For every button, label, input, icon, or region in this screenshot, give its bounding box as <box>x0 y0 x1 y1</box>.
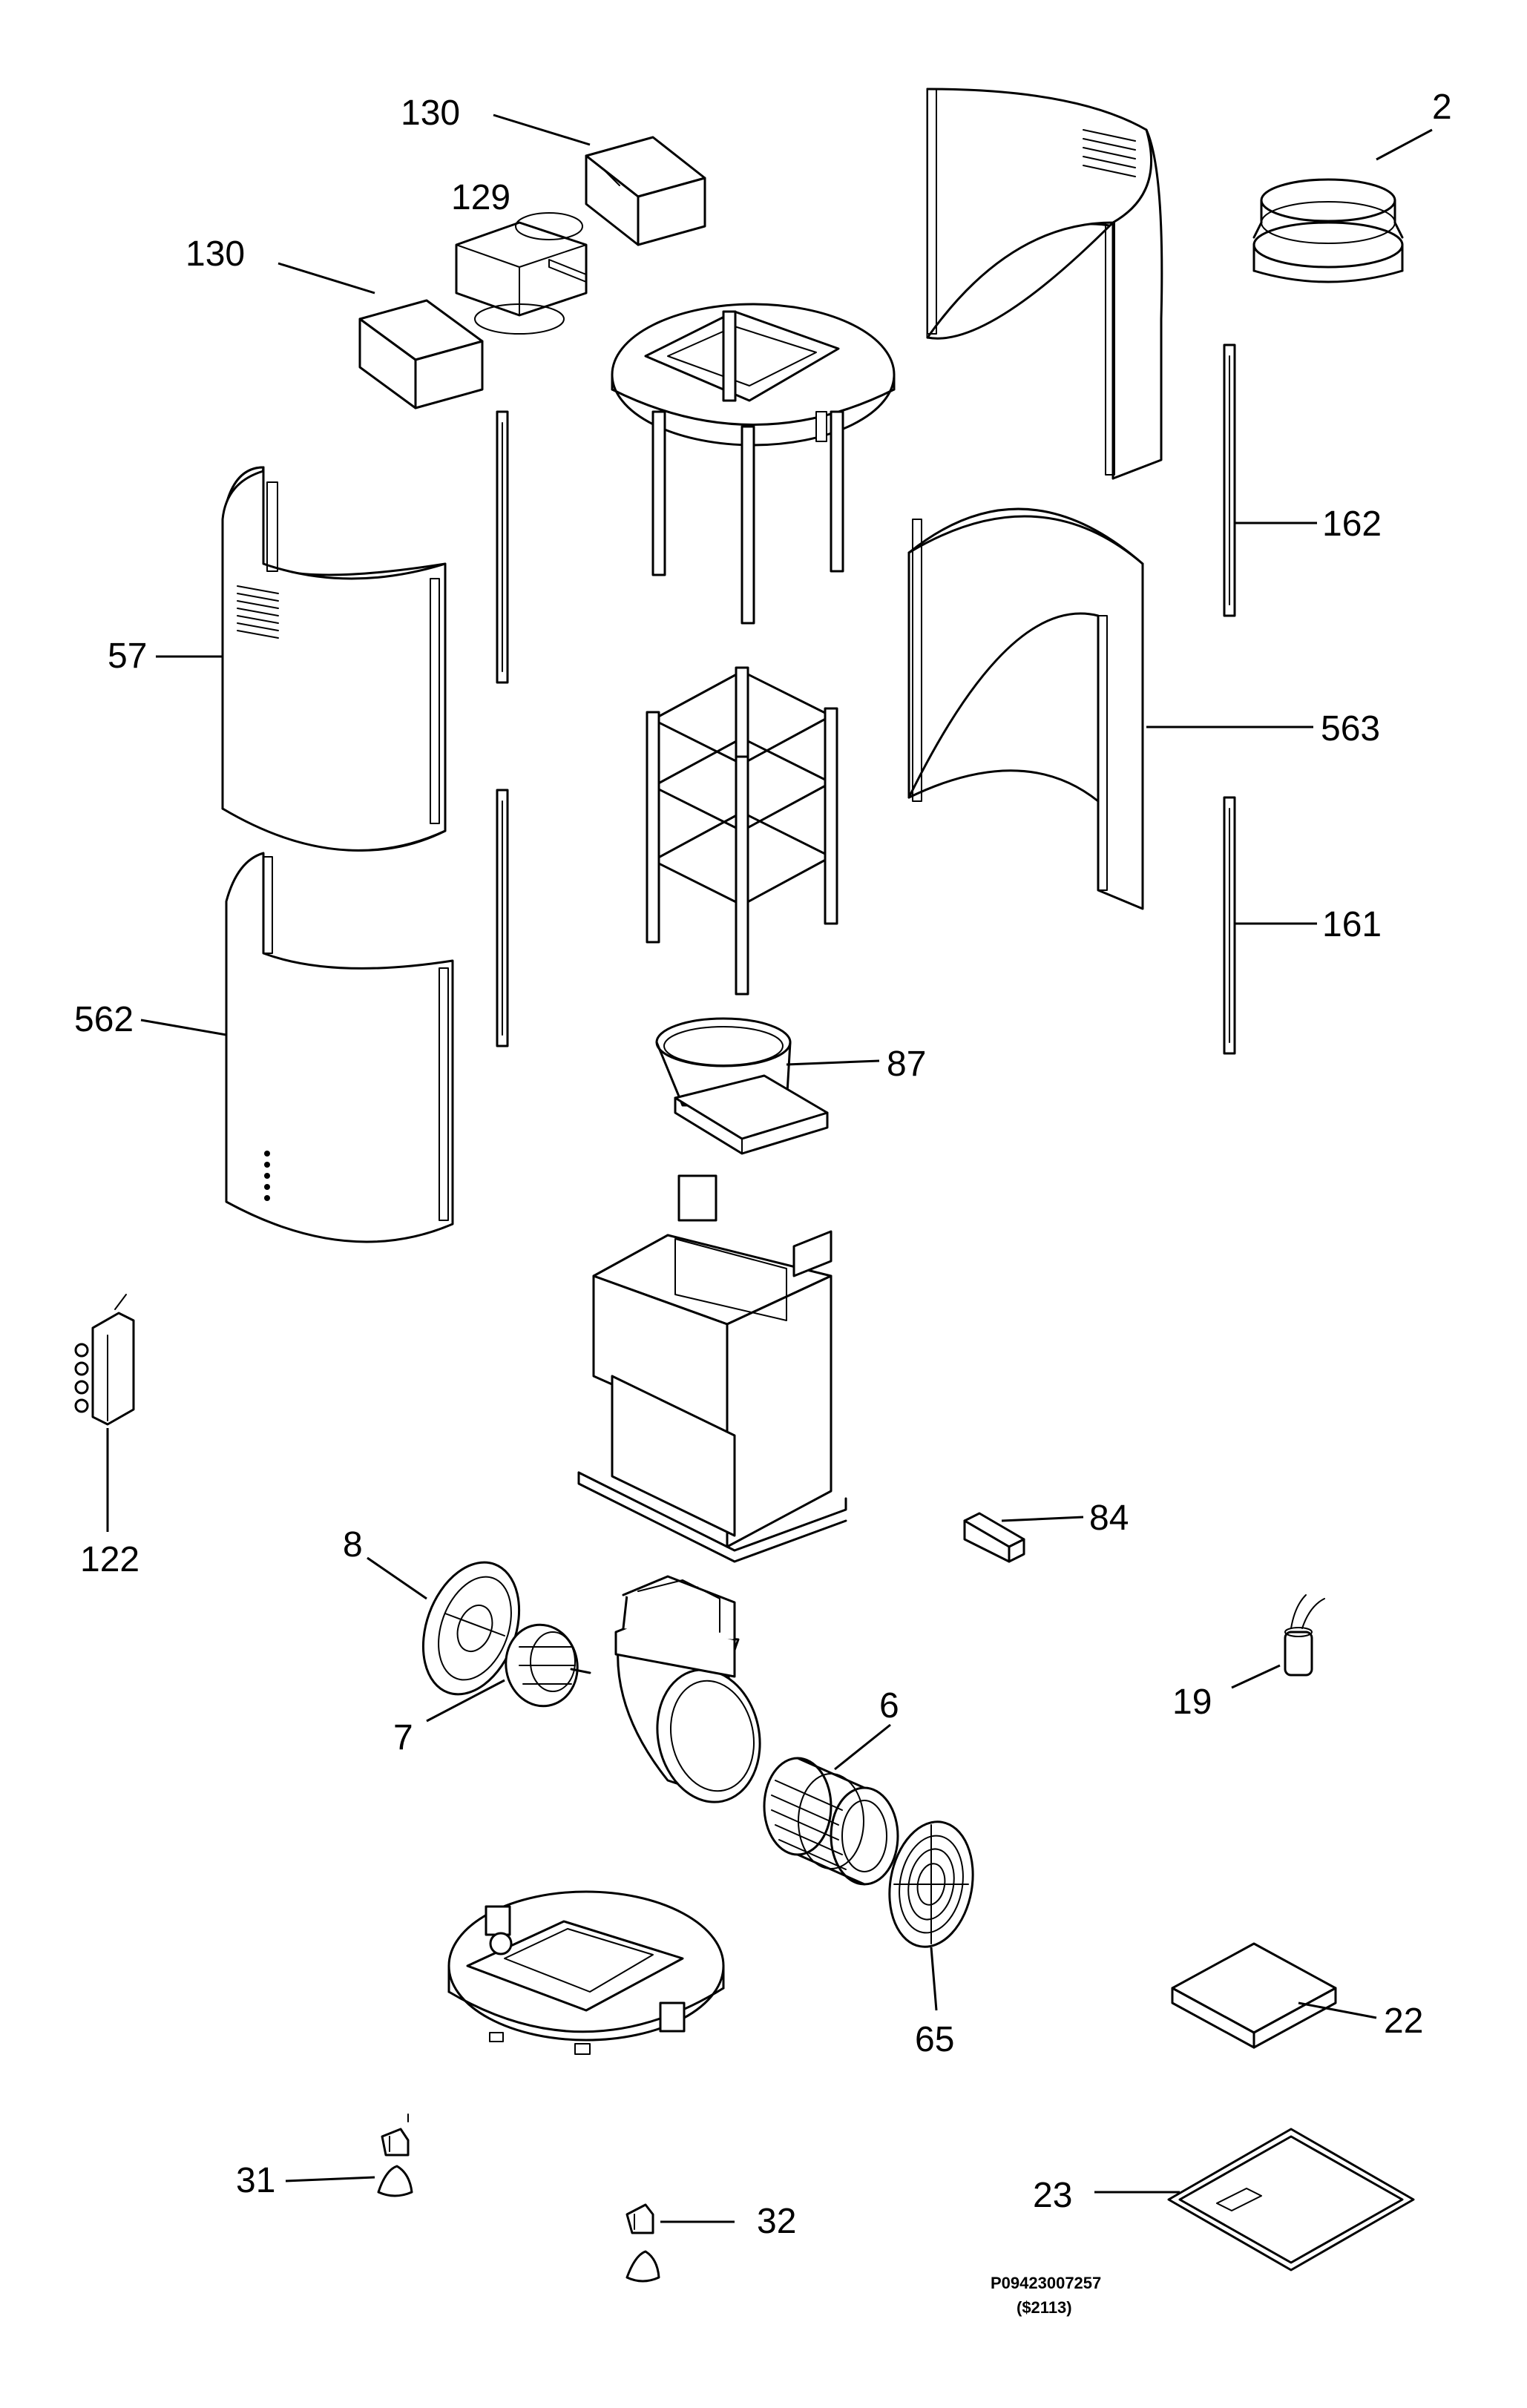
label-65: 65 <box>915 2020 954 2059</box>
diagram-code: P09423007257 <box>991 2274 1101 2292</box>
part-130-duct-upper <box>585 136 706 246</box>
part-162-vertical-strip <box>1223 343 1236 617</box>
part-57-upper-cover-panel <box>221 466 447 852</box>
label-7: 7 <box>393 1718 413 1757</box>
diagram-revision: ($2113) <box>1017 2298 1072 2317</box>
part-23-grease-filter <box>1167 2128 1415 2272</box>
part-129-duct-connector <box>455 212 588 335</box>
motor-housing-box <box>577 1174 847 1563</box>
part-31-lamp-holder <box>377 2113 413 2197</box>
label-2: 2 <box>1432 88 1452 127</box>
part-6-fan-wheel <box>763 1757 899 1886</box>
label-23: 23 <box>1033 2176 1072 2215</box>
blower-scroll-housing <box>614 1575 761 1803</box>
part-labels: 130 129 130 2 162 57 563 161 562 87 122 … <box>74 88 1452 2241</box>
part-7-blower-motor <box>505 1623 591 1708</box>
part-84-terminal-box <box>963 1512 1025 1563</box>
label-6: 6 <box>879 1686 899 1726</box>
label-8: 8 <box>343 1525 363 1565</box>
label-32: 32 <box>757 2202 796 2241</box>
label-22: 22 <box>1384 2001 1423 2041</box>
part-2-outlet-collar <box>1252 178 1404 283</box>
hood-base-plate <box>447 1890 725 2055</box>
part-19-capacitor <box>1284 1594 1325 1677</box>
label-19: 19 <box>1172 1682 1212 1722</box>
part-65-inlet-grill <box>888 1820 974 1948</box>
part-122-control-switch-block <box>74 1294 135 1426</box>
label-129: 129 <box>451 178 510 217</box>
label-122: 122 <box>80 1540 139 1579</box>
part-22-charcoal-filter <box>1171 1942 1337 2049</box>
label-87: 87 <box>887 1045 926 1084</box>
telescopic-support-frame <box>646 666 838 996</box>
label-130-lower: 130 <box>185 234 245 274</box>
chimney-mounting-frame <box>611 303 896 625</box>
part-563-lower-back-panel <box>907 507 1144 910</box>
diagram-reference: P09423007257 ($2113) <box>991 2274 1101 2317</box>
part-vertical-strip-lower-left <box>496 789 509 1047</box>
label-562: 562 <box>74 1000 134 1039</box>
part-87-air-outlet-adapter <box>655 1017 829 1155</box>
indicator-dots <box>264 1151 270 1201</box>
label-84: 84 <box>1089 1499 1129 1538</box>
part-upper-back-panel <box>926 88 1163 480</box>
label-130-upper: 130 <box>401 93 460 133</box>
label-57: 57 <box>108 636 147 676</box>
label-162: 162 <box>1322 504 1382 544</box>
label-563: 563 <box>1321 709 1380 749</box>
part-vertical-strip-upper-left <box>496 410 509 684</box>
part-562-lower-cover-panel <box>225 852 454 1243</box>
part-130-duct-lower <box>358 299 484 409</box>
vent-grille <box>237 585 279 639</box>
leader-lines <box>106 114 1433 2223</box>
part-32-lamp-holder <box>625 2203 660 2283</box>
vent-grille <box>1083 129 1136 177</box>
label-161: 161 <box>1322 905 1382 944</box>
part-161-vertical-strip <box>1223 796 1236 1055</box>
label-31: 31 <box>236 2161 275 2200</box>
